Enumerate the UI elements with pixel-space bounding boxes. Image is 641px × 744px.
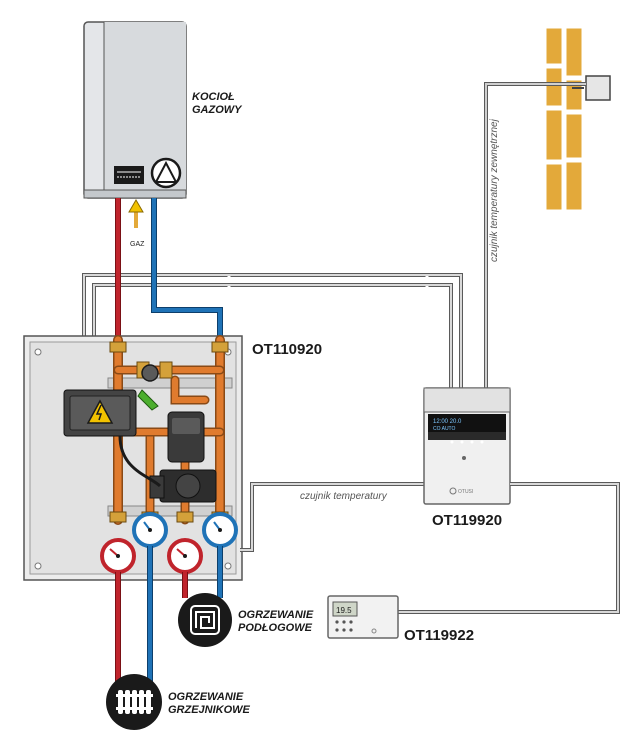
controller-code: OT119920 <box>432 512 502 529</box>
radiator-return-gauge <box>132 512 168 548</box>
boiler-pump-icon <box>150 157 182 189</box>
room-thermostat <box>327 595 399 639</box>
controller-brand-logo <box>449 487 457 495</box>
outdoor-sensor-cable <box>484 82 586 388</box>
mixing-valve-actuator <box>167 411 205 463</box>
boiler-label-line1: KOCIOŁ <box>192 91 235 103</box>
controller-brand: OTUSI <box>458 489 473 495</box>
floor-supply-gauge <box>167 538 203 574</box>
circulation-pump <box>149 469 217 503</box>
floor-heating-label-line2: PODŁOGOWE <box>238 622 313 634</box>
gas-boiler <box>83 21 187 199</box>
thermostat-cable <box>398 482 620 614</box>
thermostat-display <box>332 601 358 617</box>
floor-heating-icon <box>178 593 232 647</box>
mixing-valve-icon <box>141 364 159 382</box>
thermostat-code: OT119922 <box>404 627 474 644</box>
green-valve-handle <box>137 389 159 411</box>
radiator-heating-label-line2: GRZEJNIKOWE <box>168 704 251 716</box>
high-voltage-warning-icon <box>86 399 114 424</box>
temperature-sensor-cable <box>240 482 424 552</box>
radiator-supply-gauge <box>100 538 136 574</box>
brick-wall <box>543 25 585 213</box>
controller-screen-line2: CO AUTO <box>433 426 456 432</box>
boiler-display <box>114 166 144 184</box>
boiler-return-pipe <box>151 198 223 340</box>
controller-screen-text: 12:00 20.0 <box>433 419 462 425</box>
boiler-label-line2: GAZOWY <box>192 104 243 116</box>
pump-group-code: OT110920 <box>252 341 322 358</box>
radiator-circuit-pipes <box>115 546 153 690</box>
controller-display <box>428 414 506 432</box>
outdoor-sensor-label: czujnik temperatury zewnętrznej <box>489 118 500 262</box>
temperature-sensor-label: czujnik temperatury <box>300 491 388 502</box>
outdoor-sensor <box>572 75 611 101</box>
radiator-icon <box>106 674 162 730</box>
electrical-junction-box <box>63 389 137 437</box>
thermostat-display-value: 19.5 <box>336 606 352 615</box>
floor-circuit-pipes <box>182 546 223 598</box>
controller-unit <box>423 387 511 505</box>
floor-return-gauge <box>202 512 238 548</box>
gas-supply-icon <box>128 199 144 228</box>
floor-heating-label-line1: OGRZEWANIE <box>238 609 314 621</box>
gas-label: GAZ <box>130 241 145 248</box>
radiator-heating-label-line1: OGRZEWANIE <box>168 691 244 703</box>
pump-power-cable <box>118 435 162 488</box>
